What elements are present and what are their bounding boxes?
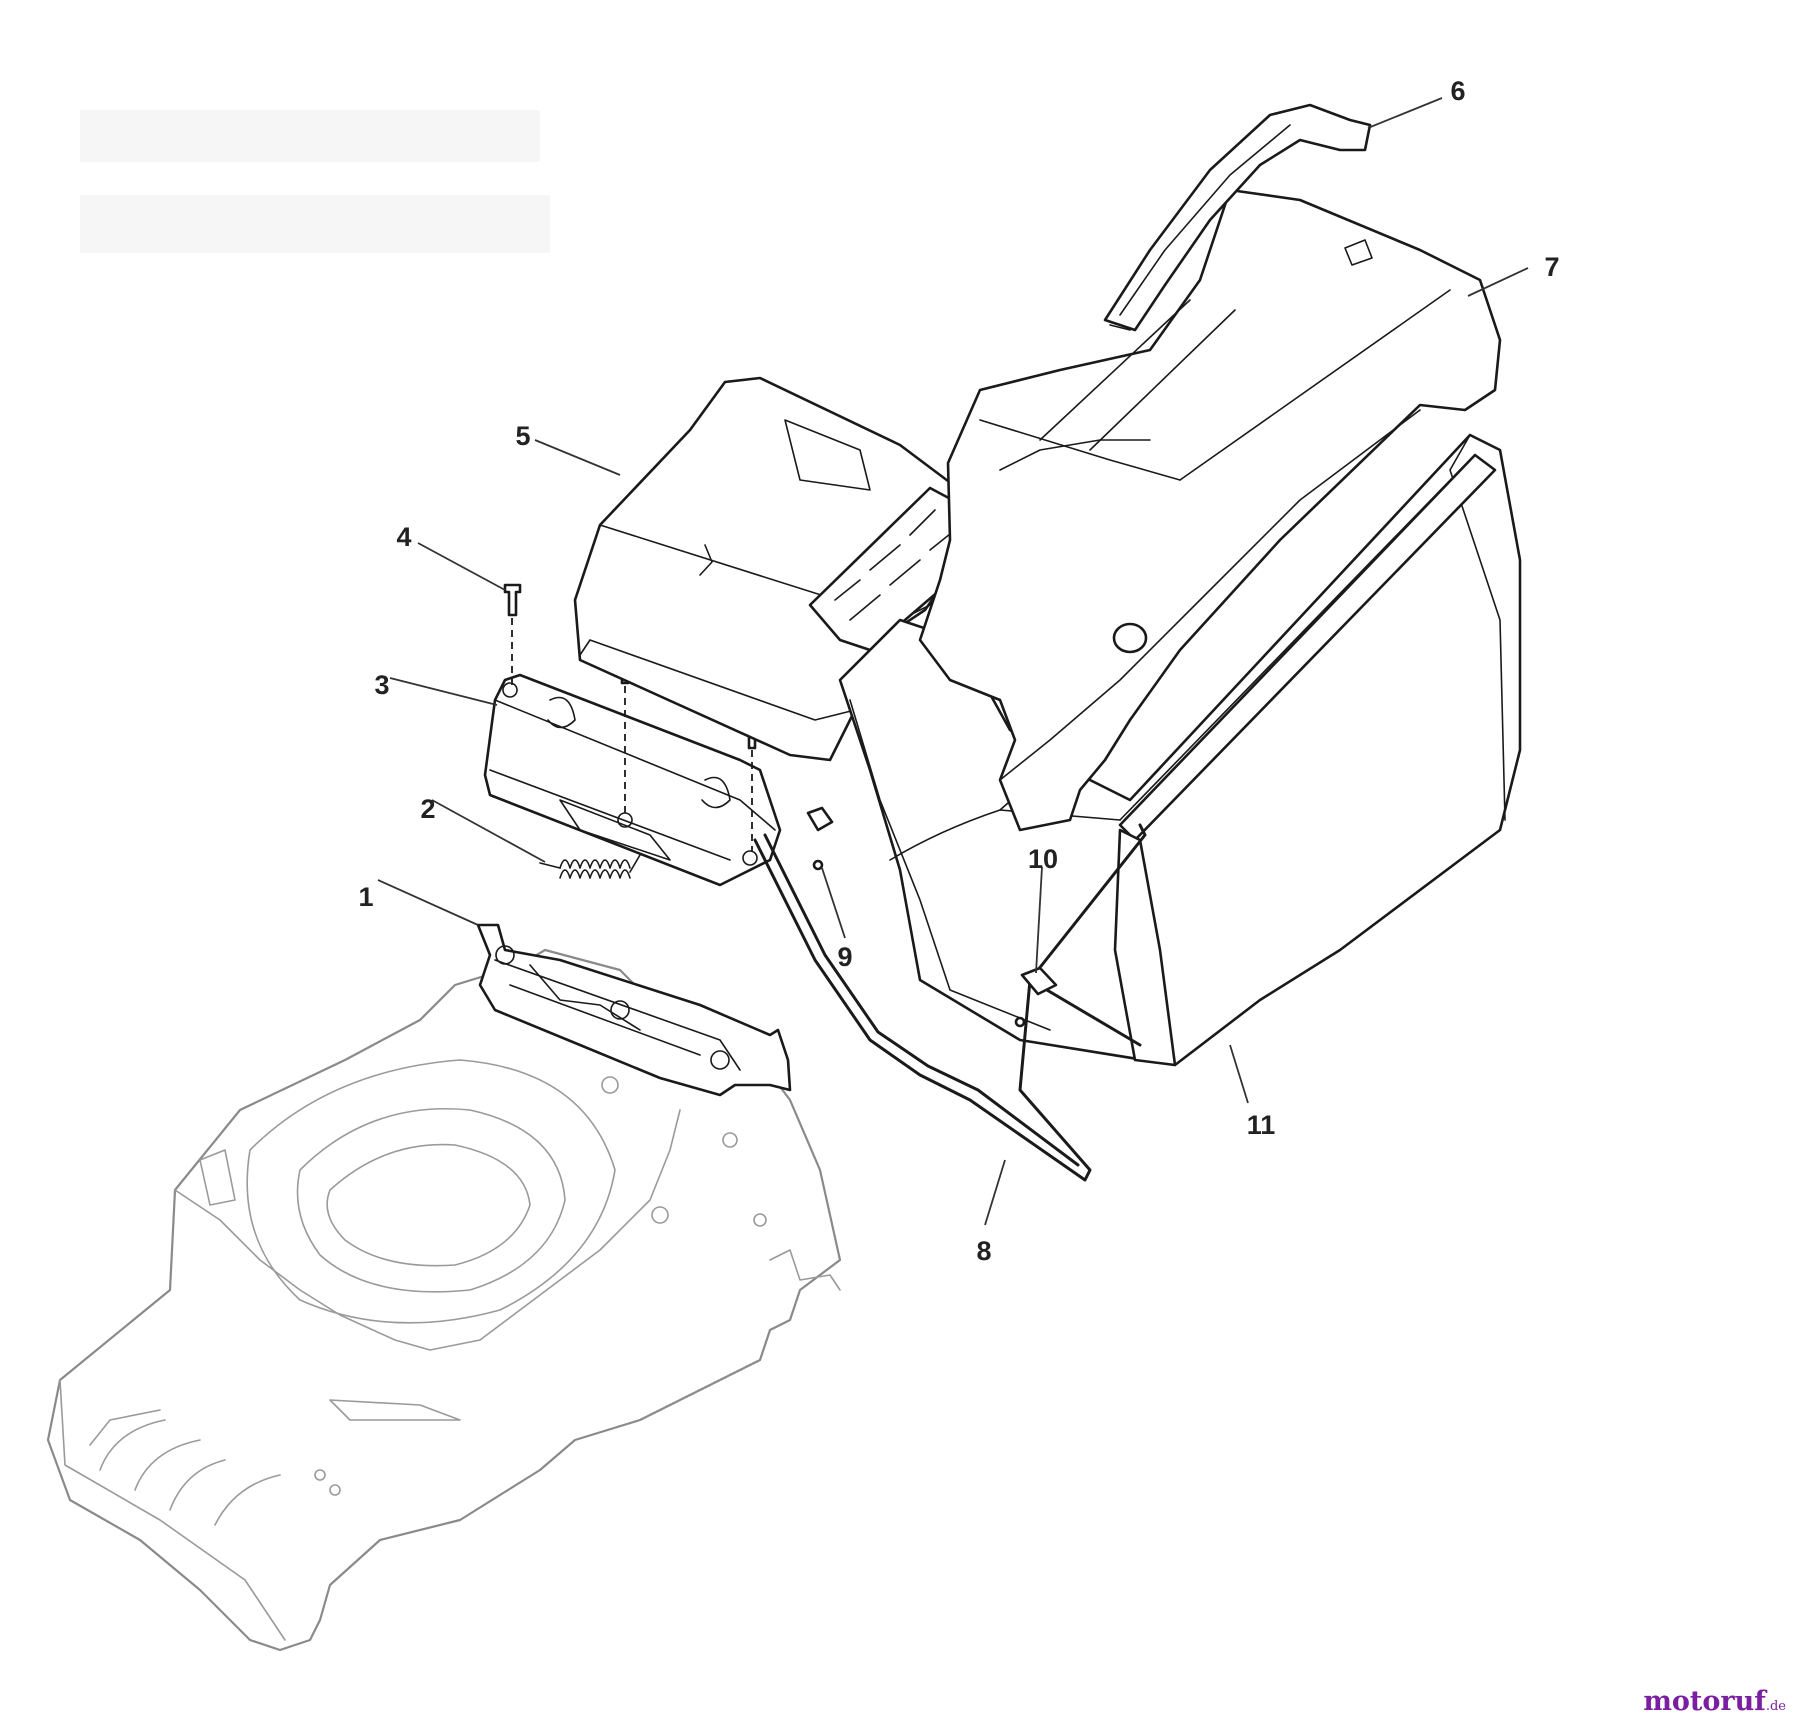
watermark-tld: .de xyxy=(1765,1699,1786,1714)
part-rear-cover xyxy=(573,376,992,762)
callout-1: 1 xyxy=(358,882,373,912)
callout-2: 2 xyxy=(420,794,435,824)
callout-4: 4 xyxy=(396,522,411,552)
callout-3: 3 xyxy=(374,670,389,700)
callout-9: 9 xyxy=(837,942,852,972)
part-spring xyxy=(539,849,646,879)
part-bag-frame xyxy=(753,823,1147,1182)
callout-7: 7 xyxy=(1544,252,1559,282)
leader-lines xyxy=(377,97,1529,1226)
part-clips xyxy=(806,806,1058,1028)
watermark-logo: motoruf.de xyxy=(1643,1686,1786,1717)
faint-background-text xyxy=(80,110,550,253)
watermark-brand: motoruf xyxy=(1643,1686,1766,1717)
callout-5: 5 xyxy=(515,421,530,451)
part-hinge-bracket xyxy=(476,923,792,1097)
part-handle xyxy=(1103,103,1372,332)
part-bag-top xyxy=(918,188,1502,832)
part-grass-bag xyxy=(838,433,1522,1067)
callout-labels: 1 2 3 4 5 6 7 8 9 10 11 xyxy=(358,76,1559,1266)
callout-8: 8 xyxy=(976,1236,991,1266)
callout-10: 10 xyxy=(1028,844,1058,874)
part-flap xyxy=(483,673,782,887)
mower-deck xyxy=(46,948,842,1652)
callout-11: 11 xyxy=(1247,1110,1276,1140)
callout-6: 6 xyxy=(1450,76,1465,106)
